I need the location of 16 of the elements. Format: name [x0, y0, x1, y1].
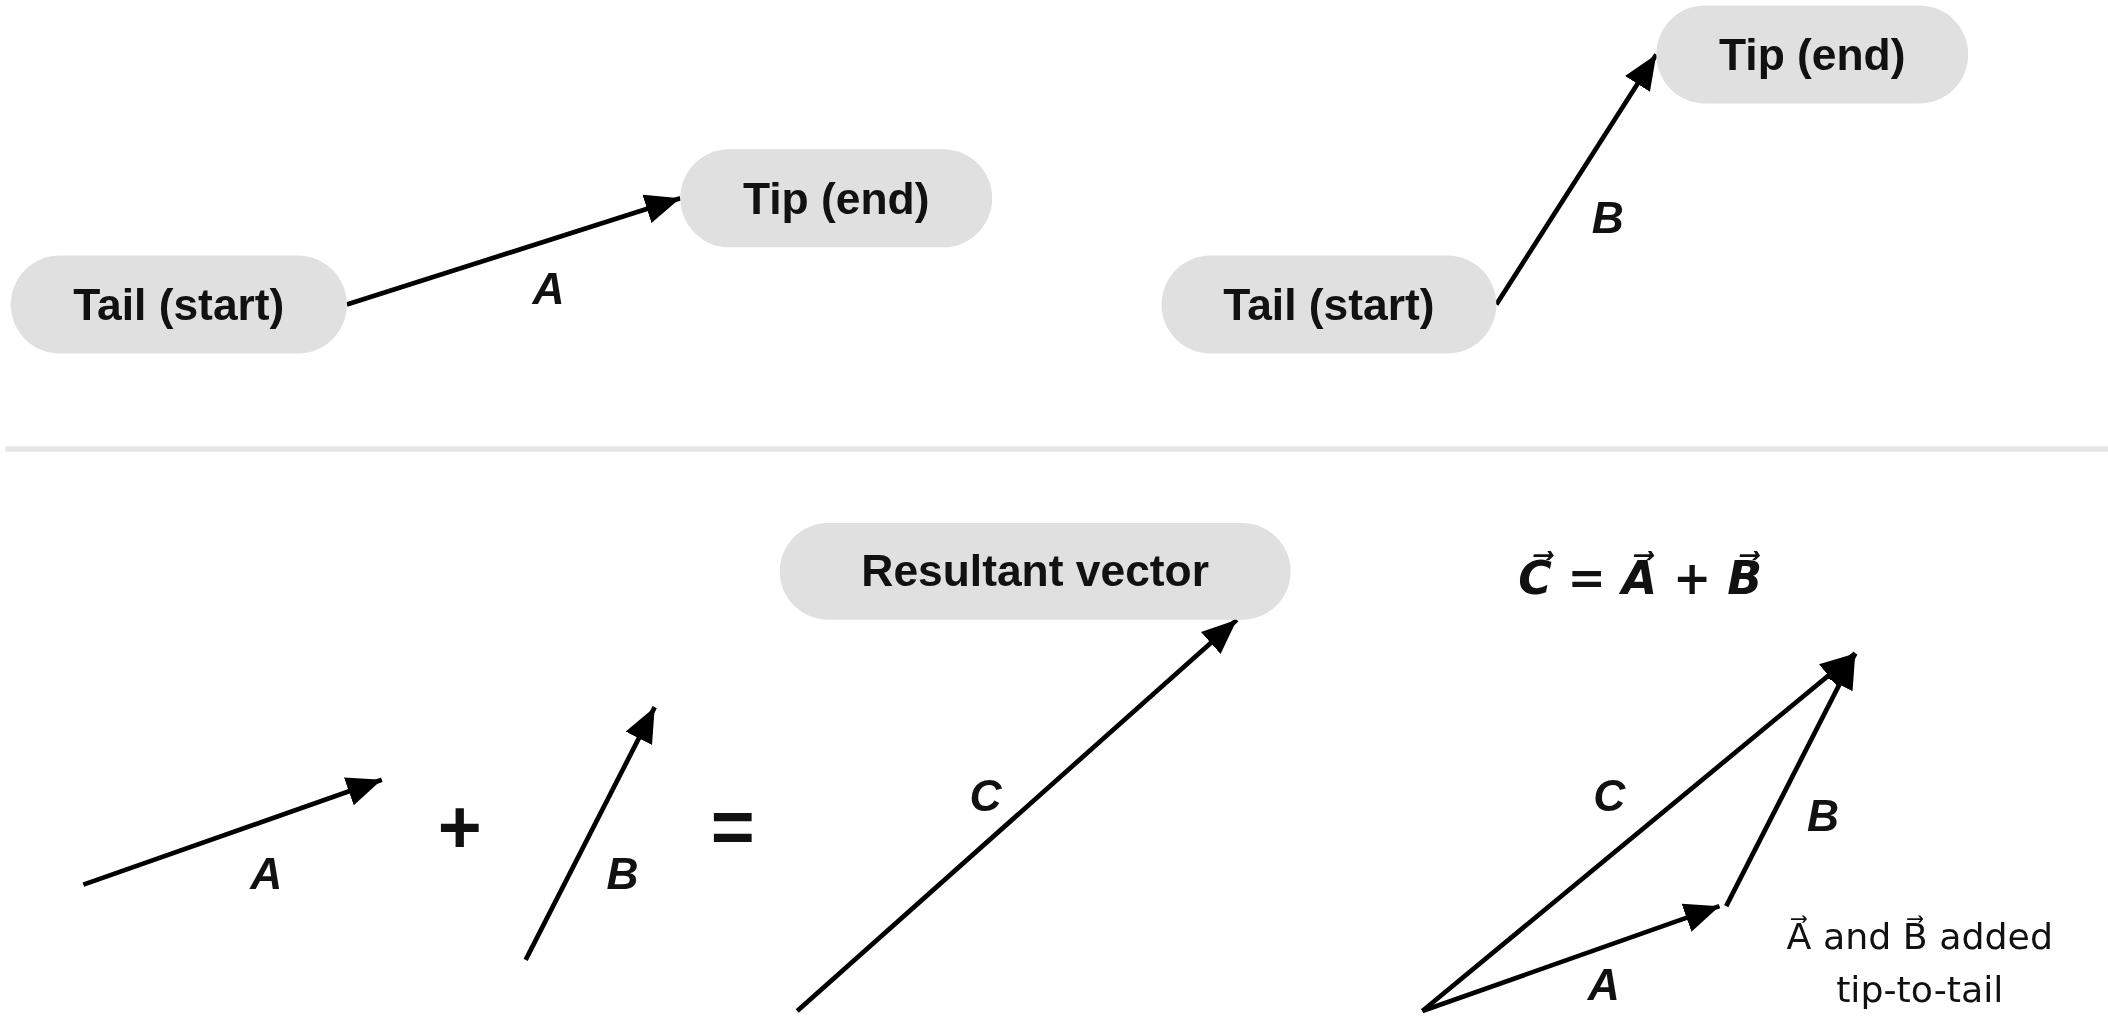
- label-pill: Resultant vector: [779, 522, 1291, 620]
- label-pill: Tip (end): [1656, 5, 1969, 104]
- plus-sign: +: [437, 783, 482, 871]
- arrow: [795, 618, 1239, 1013]
- arrow: [346, 194, 681, 307]
- equation: C⃗ = A⃗ + B⃗: [1518, 551, 1763, 605]
- label-pill: Tail (start): [1161, 255, 1497, 354]
- label-pill: Tail (start): [10, 255, 347, 354]
- vector-label: B: [606, 848, 639, 900]
- vector-label: A: [250, 848, 283, 900]
- vector-label: A: [1587, 959, 1620, 1011]
- vector-label: C: [1593, 770, 1626, 822]
- vector-label: B: [1807, 790, 1840, 842]
- equals-sign: =: [710, 783, 755, 871]
- label-pill: Tip (end): [680, 149, 993, 248]
- caption-text: A⃗ and B⃗ added tip-to-tail: [1785, 914, 2054, 1012]
